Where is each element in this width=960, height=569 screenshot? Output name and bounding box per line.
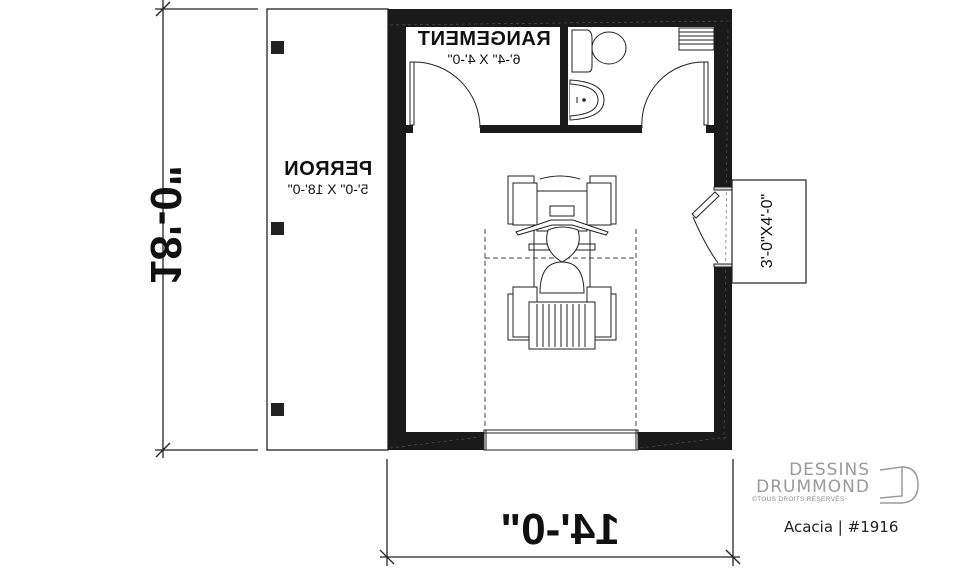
plan-title: Acacia | #1916 [784,518,899,536]
brand-logo: DESSINS DRUMMOND ©TOUS DROITS RÉSERVÉS [752,462,922,542]
brand-line1: DESSINS [789,460,870,480]
storage-room-name: RANGEMENT [417,28,551,50]
porch-post [271,403,284,416]
garage-door [483,429,639,451]
brand-line2: DRUMMOND [756,477,870,497]
overall-width-dimension: 14'-0" [500,505,620,554]
interior-walls [406,27,714,133]
porch-post [271,222,284,235]
side-door [691,186,733,268]
overall-depth-dimension: 18'-0" [141,165,190,285]
side-landing [731,179,807,284]
storage-door [409,61,481,129]
shelving-icon [678,27,715,51]
sink-icon [569,79,605,121]
porch-label: PERRON 5'-0" X 18'-0" [270,158,386,197]
bathroom-door [641,61,709,129]
porch-name: PERRON [283,158,373,180]
brand-rights: ©TOUS DROITS RÉSERVÉS [752,496,845,503]
storage-room-dimensions: 6'-4" X 4'-0" [447,51,521,67]
toilet-icon [571,29,627,73]
exterior-walls [388,9,732,450]
bottom-dimension-line [379,459,741,566]
lawn-tractor-icon [507,175,617,350]
storage-room-label: RANGEMENT 6'-4" X 4'-0" [404,28,564,67]
drummond-logo-mark [879,466,919,504]
side-landing-dimensions: 3'-0"X4'-0" [759,193,776,269]
porch-post [271,41,284,54]
wall-hatch [389,20,731,449]
porch-dimensions: 5'-0" X 18'-0" [287,181,369,197]
left-dimension-line [155,0,258,458]
porch [266,8,389,451]
